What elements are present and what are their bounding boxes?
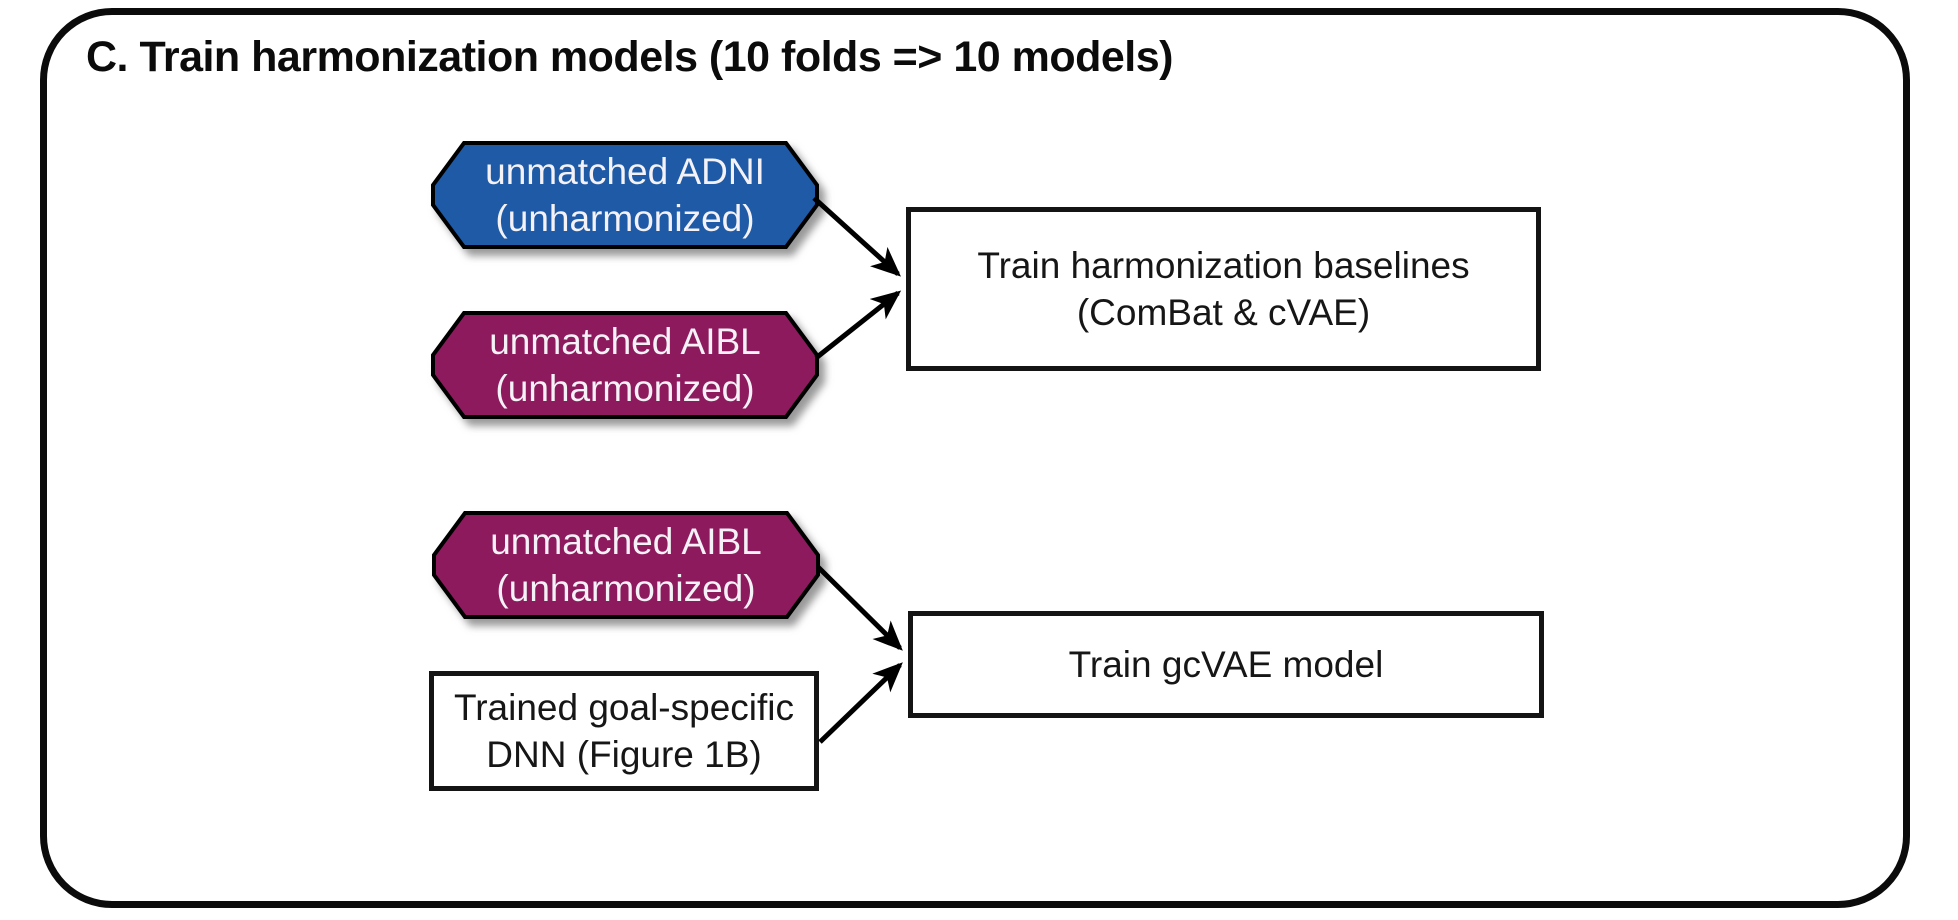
octagon-aibl-top-polygon <box>431 311 819 419</box>
octagon-aibl-bottom-polygon <box>432 511 820 619</box>
node-train-gcvae: Train gcVAE model <box>908 611 1544 718</box>
node-unmatched-adni-line1: unmatched ADNI <box>485 151 765 192</box>
node-train-baselines-line2: (ComBat & cVAE) <box>1076 292 1371 333</box>
node-trained-dnn-line2: DNN (Figure 1B) <box>486 734 762 775</box>
node-train-baselines: Train harmonization baselines (ComBat & … <box>906 207 1541 371</box>
octagon-shape-aibl-bottom <box>432 511 820 619</box>
node-train-baselines-line1: Train harmonization baselines <box>977 245 1470 286</box>
node-unmatched-aibl-top: unmatched AIBL (unharmonized) <box>431 311 819 419</box>
node-unmatched-aibl-top-label: unmatched AIBL (unharmonized) <box>431 311 819 419</box>
node-trained-dnn: Trained goal-specific DNN (Figure 1B) <box>429 671 819 791</box>
node-unmatched-aibl-bottom-label: unmatched AIBL (unharmonized) <box>432 511 820 619</box>
node-trained-dnn-line1: Trained goal-specific <box>453 687 794 728</box>
node-unmatched-aibl-top-line1: unmatched AIBL <box>489 321 761 362</box>
node-unmatched-aibl-bottom: unmatched AIBL (unharmonized) <box>432 511 820 619</box>
octagon-adni-polygon <box>431 141 819 249</box>
octagon-shape-adni <box>431 141 819 249</box>
node-unmatched-aibl-bottom-line2: (unharmonized) <box>496 568 756 609</box>
panel-title: C. Train harmonization models (10 folds … <box>86 33 1174 81</box>
node-unmatched-aibl-bottom-line1: unmatched AIBL <box>490 521 762 562</box>
node-unmatched-aibl-top-line2: (unharmonized) <box>495 368 755 409</box>
node-unmatched-adni-line2: (unharmonized) <box>495 198 755 239</box>
node-unmatched-adni-label: unmatched ADNI (unharmonized) <box>431 141 819 249</box>
node-train-gcvae-line1: Train gcVAE model <box>1068 644 1384 685</box>
octagon-shape-aibl-top <box>431 311 819 419</box>
panel-border <box>40 8 1910 908</box>
node-unmatched-adni: unmatched ADNI (unharmonized) <box>431 141 819 249</box>
